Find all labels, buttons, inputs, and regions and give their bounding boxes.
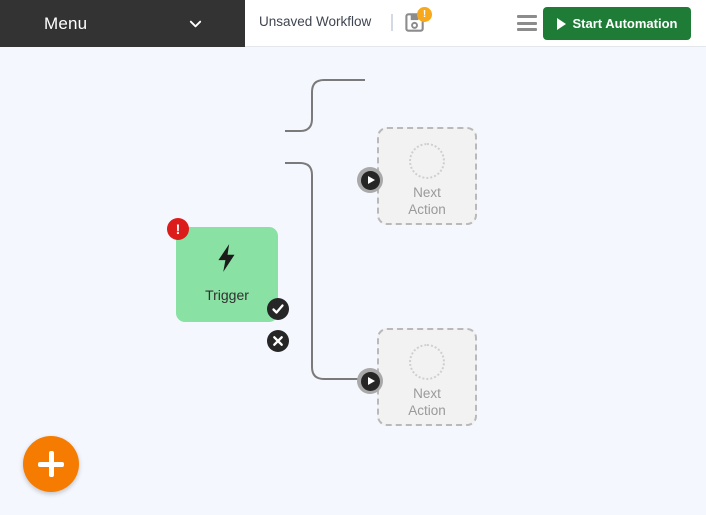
play-icon xyxy=(367,176,375,184)
next-action-input-handle[interactable] xyxy=(357,167,383,193)
dotted-circle-icon xyxy=(409,344,445,380)
chevron-down-icon xyxy=(188,16,203,31)
floppy-save-icon xyxy=(405,13,424,32)
trigger-failure-handle[interactable] xyxy=(267,330,289,352)
top-bar: Menu Unsaved Workflow ! Start Automation xyxy=(0,0,706,47)
title-separator xyxy=(391,14,393,31)
edge-failure xyxy=(285,162,365,380)
node-trigger[interactable]: ! Trigger xyxy=(167,218,289,352)
node-next-action[interactable]: Next Action xyxy=(357,127,477,225)
play-icon xyxy=(367,377,375,385)
edge-connectors xyxy=(285,79,365,380)
next-action-label-line2: Action xyxy=(408,202,446,217)
workflow-canvas[interactable]: ! Trigger Next Action xyxy=(0,47,706,515)
plus-icon-vertical xyxy=(48,451,54,477)
next-action-label-line1: Next xyxy=(413,185,441,200)
save-button[interactable]: ! xyxy=(404,7,432,37)
dotted-circle-icon xyxy=(409,143,445,179)
play-icon xyxy=(556,17,566,30)
trigger-success-handle[interactable] xyxy=(267,298,289,320)
check-icon xyxy=(272,304,284,314)
lightning-bolt-icon xyxy=(176,243,278,278)
hamburger-menu-icon[interactable] xyxy=(517,15,537,31)
node-next-action[interactable]: Next Action xyxy=(357,328,477,426)
trigger-label: Trigger xyxy=(205,287,249,303)
x-icon xyxy=(273,336,283,346)
start-automation-button[interactable]: Start Automation xyxy=(543,7,691,40)
next-action-label-line1: Next xyxy=(413,386,441,401)
add-node-button[interactable] xyxy=(23,436,79,492)
next-action-label: Next Action xyxy=(379,184,475,218)
save-alert-badge: ! xyxy=(417,7,432,22)
workflow-title: Unsaved Workflow xyxy=(259,14,372,29)
next-action-label: Next Action xyxy=(379,385,475,419)
trigger-error-badge: ! xyxy=(167,218,189,240)
edge-success xyxy=(285,79,365,132)
menu-label: Menu xyxy=(44,13,88,33)
start-automation-label: Start Automation xyxy=(572,16,678,31)
next-action-input-handle[interactable] xyxy=(357,368,383,394)
next-action-label-line2: Action xyxy=(408,403,446,418)
menu-button[interactable]: Menu xyxy=(0,0,245,47)
